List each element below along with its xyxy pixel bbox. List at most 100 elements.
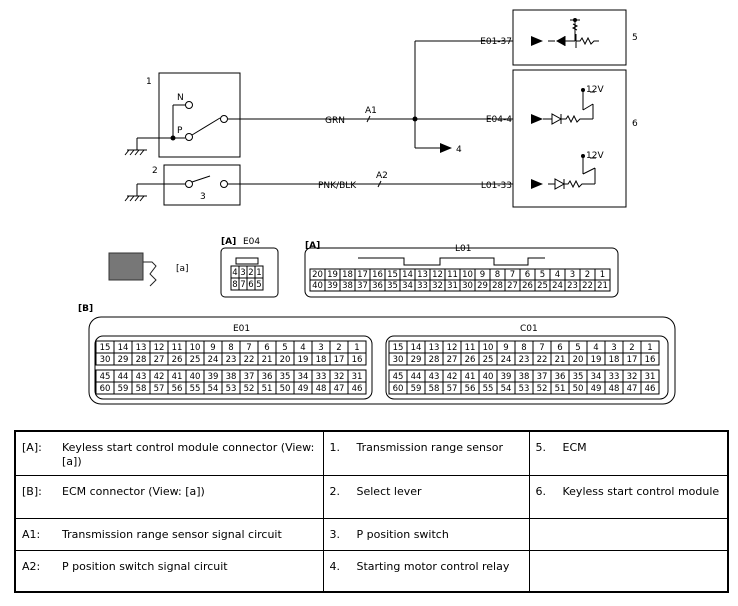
component-6-label: 6 xyxy=(632,119,638,129)
c01-pin: 12 xyxy=(447,343,458,353)
view-a-label: [a] xyxy=(176,264,189,274)
connector-e01-label: E01 xyxy=(233,324,250,334)
c01-pin: 49 xyxy=(591,384,602,394)
e01-pin: 46 xyxy=(352,384,363,394)
l01-pin: 21 xyxy=(597,281,608,291)
e04-pin: 3 xyxy=(240,268,245,278)
c01-pin: 56 xyxy=(465,384,476,394)
l01-pin: 2 xyxy=(585,270,590,280)
l01-pin: 3 xyxy=(570,270,575,280)
legend-table: [A]:Keyless start control module connect… xyxy=(14,430,729,593)
park-label: P xyxy=(177,126,183,136)
e01-pin: 48 xyxy=(316,384,327,394)
c01-pin: 17 xyxy=(627,355,638,365)
legend-row: [B]:ECM connector (View: [a])2.Select le… xyxy=(14,475,729,519)
terminal-l01-33: L01-33 xyxy=(481,181,512,191)
legend-description: Keyless start control module xyxy=(562,485,720,498)
e01-pin: 17 xyxy=(334,355,345,365)
l01-pin: 4 xyxy=(555,270,560,280)
legend-description: ECM connector (View: [a]) xyxy=(62,485,205,498)
l01-pin: 6 xyxy=(525,270,530,280)
component-2-label: 2 xyxy=(152,166,158,176)
l01-pin: 26 xyxy=(522,281,533,291)
legend-description: Transmission range sensor xyxy=(356,441,504,454)
legend-key: A2: xyxy=(22,560,41,573)
l01-pin: 36 xyxy=(372,281,383,291)
e04-pin: 5 xyxy=(256,280,261,290)
c01-pin: 4 xyxy=(593,343,598,353)
e01-pin: 21 xyxy=(262,355,273,365)
c01-pin: 14 xyxy=(411,343,422,353)
e01-pin: 13 xyxy=(136,343,147,353)
legend-key: [B]: xyxy=(22,485,42,498)
e01-pin: 29 xyxy=(118,355,129,365)
legend-description: Transmission range sensor signal circuit xyxy=(62,528,282,541)
circuit-a1-label: A1 xyxy=(365,106,377,116)
terminal-e01-37: E01-37 xyxy=(480,37,512,47)
c01-pin: 57 xyxy=(447,384,458,394)
l01-pin: 12 xyxy=(432,270,443,280)
c01-pin: 18 xyxy=(609,355,620,365)
c01-pin: 45 xyxy=(393,372,404,382)
e01-pin: 25 xyxy=(190,355,201,365)
e01-pin: 53 xyxy=(226,384,237,394)
e01-pin: 19 xyxy=(298,355,309,365)
c01-pin: 48 xyxy=(609,384,620,394)
l01-pin: 39 xyxy=(327,281,338,291)
l01-pin: 31 xyxy=(447,281,458,291)
c01-pin: 26 xyxy=(465,355,476,365)
c01-pin: 11 xyxy=(465,343,476,353)
c01-pin: 30 xyxy=(393,355,404,365)
c01-pin: 60 xyxy=(393,384,404,394)
e04-pin: 2 xyxy=(248,268,253,278)
l01-pin: 11 xyxy=(447,270,458,280)
e01-pin: 55 xyxy=(190,384,201,394)
c01-pin: 39 xyxy=(501,372,512,382)
c01-pin: 40 xyxy=(483,372,494,382)
e01-pin: 28 xyxy=(136,355,147,365)
l01-pin: 32 xyxy=(432,281,443,291)
e01-pin: 27 xyxy=(154,355,165,365)
l01-pin: 1 xyxy=(600,270,605,280)
e04-pin: 7 xyxy=(240,280,245,290)
c01-pin: 13 xyxy=(429,343,440,353)
legend-key: A1: xyxy=(22,528,41,541)
c01-pin: 19 xyxy=(591,355,602,365)
l01-pin: 9 xyxy=(480,270,485,280)
voltage-12v-label: 12V xyxy=(586,151,604,161)
l01-pin: 5 xyxy=(540,270,545,280)
c01-cell xyxy=(640,381,660,395)
keyless-start-control-module-box xyxy=(512,69,627,208)
c01-pin: 32 xyxy=(627,372,638,382)
legend-description: Keyless start control module connector (… xyxy=(62,441,315,468)
e01-pin: 5 xyxy=(282,343,287,353)
legend-cell: A2:P position switch signal circuit xyxy=(14,550,324,593)
legend-row: A1: Transmission range sensor signal circ… xyxy=(14,518,729,551)
e01-pin: 56 xyxy=(172,384,183,394)
e01-pin: 32 xyxy=(334,372,345,382)
c01-pin: 38 xyxy=(519,372,530,382)
e01-pin: 38 xyxy=(226,372,237,382)
l01-pin: 35 xyxy=(387,281,398,291)
c01-pin: 23 xyxy=(519,355,530,365)
legend-key: 2. xyxy=(329,485,341,498)
e01-pin: 20 xyxy=(280,355,291,365)
c01-pin: 28 xyxy=(429,355,440,365)
c01-pin: 47 xyxy=(627,384,638,394)
e01-pin: 30 xyxy=(100,355,111,365)
c01-pin: 16 xyxy=(645,355,656,365)
e01-pin: 15 xyxy=(100,343,111,353)
e01-pin: 33 xyxy=(316,372,327,382)
c01-pin: 29 xyxy=(411,355,422,365)
e01-pin: 6 xyxy=(264,343,269,353)
e01-pin: 47 xyxy=(334,384,345,394)
c01-pin: 46 xyxy=(645,384,656,394)
c01-pin: 9 xyxy=(503,343,508,353)
e01-pin: 36 xyxy=(262,372,273,382)
e01-pin: 43 xyxy=(136,372,147,382)
e01-pin: 41 xyxy=(172,372,183,382)
e01-pin: 54 xyxy=(208,384,219,394)
c01-pin: 54 xyxy=(501,384,512,394)
legend-row: [A]:Keyless start control module connect… xyxy=(14,430,729,476)
